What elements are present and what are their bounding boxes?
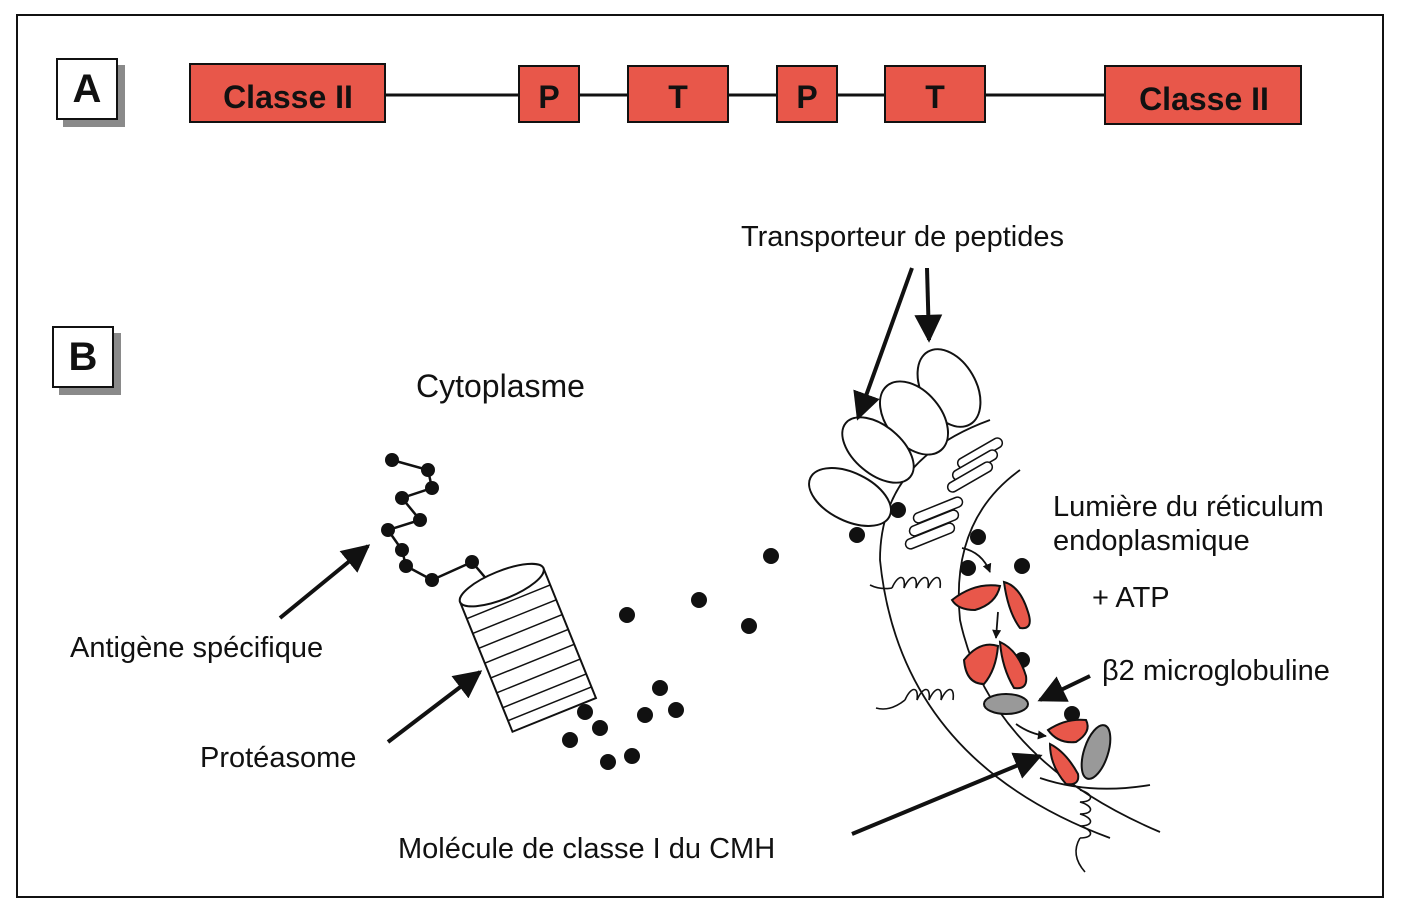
tap-transporter <box>808 348 982 527</box>
peptide-dots <box>562 502 906 770</box>
antigen-label: Antigène spécifique <box>70 632 323 664</box>
gene-segment-p2: P <box>776 65 838 123</box>
label-arrows <box>278 267 1091 836</box>
proteasome <box>458 562 598 734</box>
gene-segment-p1: P <box>518 65 580 123</box>
gene-segment-class2-right: Classe II <box>1104 65 1302 125</box>
er-lumen-label-2: endoplasmique <box>1053 525 1250 557</box>
atp-label: + ATP <box>1092 582 1170 614</box>
panel-b-label: B <box>52 326 114 388</box>
mhc-arrow <box>851 752 1043 836</box>
mhc-heavy-chain-1 <box>950 580 1031 630</box>
gene-segment-t1: T <box>627 65 729 123</box>
helix-lower <box>875 688 955 710</box>
b2m-arrow <box>1037 674 1091 702</box>
gene-label: T <box>668 79 688 115</box>
gene-label: Classe II <box>223 79 353 115</box>
gene-label: Classe II <box>1139 81 1269 117</box>
mhc-heavy-chain-2 <box>962 640 1028 690</box>
antigen-arrow <box>278 544 371 620</box>
panel-a-label: A <box>56 58 118 120</box>
gene-segment-t2: T <box>884 65 986 123</box>
gene-label: P <box>796 79 817 115</box>
cytoplasm-label: Cytoplasme <box>416 368 585 404</box>
process-arrows <box>961 547 1047 740</box>
mhc-class1-label: Molécule de classe I du CMH <box>398 833 775 865</box>
helix-upper <box>869 576 942 590</box>
helix-mhc-anchor <box>1075 789 1092 873</box>
er-membrane <box>879 419 1161 839</box>
transporter-arrow-1 <box>853 267 914 421</box>
gene-map: Classe II P T P T Classe II <box>189 63 1302 125</box>
er-lumen-label-1: Lumière du réticulum <box>1053 491 1324 523</box>
b2m-free <box>983 693 1029 715</box>
mhc-complex <box>1046 718 1112 786</box>
transporter-arrow-2 <box>914 267 943 343</box>
proteasome-label: Protéasome <box>200 742 356 774</box>
gene-segment-class2-left: Classe II <box>189 63 386 123</box>
b2m-label: β2 microglobuline <box>1102 655 1330 687</box>
tap-membrane-segments <box>904 437 1004 550</box>
gene-label: P <box>538 79 559 115</box>
gene-label: T <box>925 79 945 115</box>
transporter-label: Transporteur de peptides <box>741 221 1064 253</box>
proteasome-arrow <box>386 670 483 744</box>
figure-frame <box>16 14 1384 898</box>
